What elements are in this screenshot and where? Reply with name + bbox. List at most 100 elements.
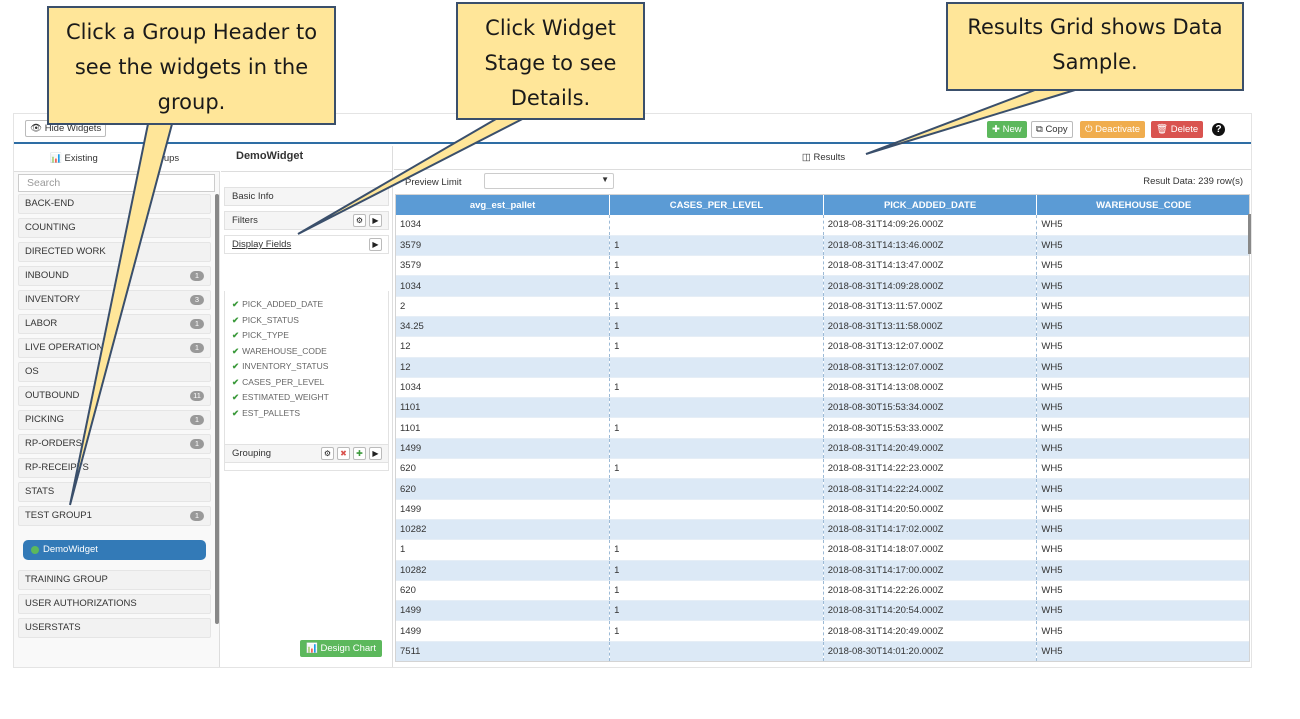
table-cell: 3579 xyxy=(396,235,611,257)
stage-grouping[interactable]: Grouping ⚙ ✖ ✚ ▶ xyxy=(224,444,389,463)
display-field-item[interactable]: ✔PICK_TYPE xyxy=(232,330,289,341)
table-cell: 2018-08-31T14:09:28.000Z xyxy=(823,275,1038,297)
check-icon: ✔ xyxy=(232,407,240,418)
group-header[interactable]: STATS xyxy=(18,482,211,502)
display-field-item[interactable]: ✔INVENTORY_STATUS xyxy=(232,361,328,372)
display-field-item[interactable]: ✔ESTIMATED_WEIGHT xyxy=(232,392,329,403)
display-field-item[interactable]: ✔WAREHOUSE_CODE xyxy=(232,346,327,357)
stage-display-fields[interactable]: Display Fields ▶ xyxy=(224,235,389,254)
table-cell: 1 xyxy=(609,255,824,277)
check-icon: ✔ xyxy=(232,299,240,309)
table-cell: 1 xyxy=(609,560,824,581)
table-cell xyxy=(609,438,824,460)
trash-icon: 🗑 xyxy=(1156,124,1169,135)
groups-scrollbar[interactable] xyxy=(215,194,219,624)
group-label: USERSTATS xyxy=(25,622,81,633)
table-cell: 1499 xyxy=(396,438,611,460)
design-chart-button[interactable]: 📊 Design Chart xyxy=(300,640,382,657)
group-header[interactable]: BACK-END xyxy=(18,194,211,214)
play-icon[interactable]: ▶ xyxy=(369,214,382,227)
group-label: TRAINING GROUP xyxy=(25,574,108,585)
display-field-item[interactable]: ✔CASES_PER_LEVEL xyxy=(232,377,324,388)
deactivate-button[interactable]: ⏻ Deactivate xyxy=(1080,121,1146,138)
table-cell xyxy=(609,641,824,661)
table-cell: WH5 xyxy=(1036,397,1249,419)
widget-item-demowidget[interactable]: DemoWidget xyxy=(23,540,206,560)
column-header[interactable]: PICK_ADDED_DATE xyxy=(823,195,1038,215)
group-header[interactable]: TRAINING GROUP xyxy=(18,570,211,590)
group-header-callout: Click a Group Header to see the widgets … xyxy=(47,6,336,125)
preview-limit-label: Preview Limit xyxy=(405,177,462,188)
group-header[interactable]: OS xyxy=(18,362,211,382)
table-cell: 1 xyxy=(609,600,824,622)
display-field-item[interactable]: ✔EST_PALLETS xyxy=(232,408,300,419)
group-header[interactable]: USERSTATS xyxy=(18,618,211,638)
group-header[interactable]: USER AUTHORIZATIONS xyxy=(18,594,211,614)
add-icon[interactable]: ✚ xyxy=(353,447,366,460)
copy-button[interactable]: ⧉ Copy xyxy=(1031,121,1073,138)
table-cell: 1 xyxy=(609,539,824,561)
play-icon[interactable]: ▶ xyxy=(369,447,382,460)
table-cell: 34.25 xyxy=(396,316,611,338)
gear-icon[interactable]: ⚙ xyxy=(321,447,334,460)
display-field-item[interactable]: ✔PICK_ADDED_DATE xyxy=(232,299,323,310)
display-field-item[interactable]: ✔PICK_STATUS xyxy=(232,315,299,326)
group-header[interactable]: DIRECTED WORK xyxy=(18,242,211,262)
stage-basic-info[interactable]: Basic Info xyxy=(224,187,389,206)
group-label: RP-ORDERS xyxy=(25,438,83,449)
gear-icon[interactable]: ⚙ xyxy=(353,214,366,227)
column-header[interactable]: CASES_PER_LEVEL xyxy=(609,195,824,215)
table-cell: 1 xyxy=(609,275,824,297)
table-cell: 1 xyxy=(396,539,611,561)
preview-limit-select[interactable]: ▼ xyxy=(484,173,614,189)
play-icon[interactable]: ▶ xyxy=(369,238,382,251)
table-cell: 10282 xyxy=(396,560,611,581)
group-label: BACK-END xyxy=(25,198,75,209)
group-label: LABOR xyxy=(25,318,58,329)
table-cell: WH5 xyxy=(1036,275,1249,297)
column-header[interactable]: avg_est_pallet xyxy=(396,195,611,215)
group-count-badge: 1 xyxy=(190,415,204,425)
tab-existing[interactable]: 📊 Existing xyxy=(50,153,98,164)
column-header[interactable]: WAREHOUSE_CODE xyxy=(1036,195,1249,215)
table-cell xyxy=(609,478,824,500)
table-cell: WH5 xyxy=(1036,235,1249,257)
table-cell: 2018-08-31T14:20:54.000Z xyxy=(823,600,1038,622)
help-icon[interactable]: ? xyxy=(1212,123,1225,136)
table-cell: 2018-08-31T14:13:47.000Z xyxy=(823,255,1038,277)
table-cell: WH5 xyxy=(1036,560,1249,581)
group-header[interactable]: COUNTING xyxy=(18,218,211,238)
remove-icon[interactable]: ✖ xyxy=(337,447,350,460)
new-button[interactable]: ✚ New xyxy=(987,121,1027,138)
delete-button[interactable]: 🗑 Delete xyxy=(1151,121,1204,138)
group-header[interactable]: RP-RECEIPTS xyxy=(18,458,211,478)
search-input[interactable]: Search xyxy=(18,174,215,192)
grid-scrollbar[interactable] xyxy=(1248,214,1251,254)
